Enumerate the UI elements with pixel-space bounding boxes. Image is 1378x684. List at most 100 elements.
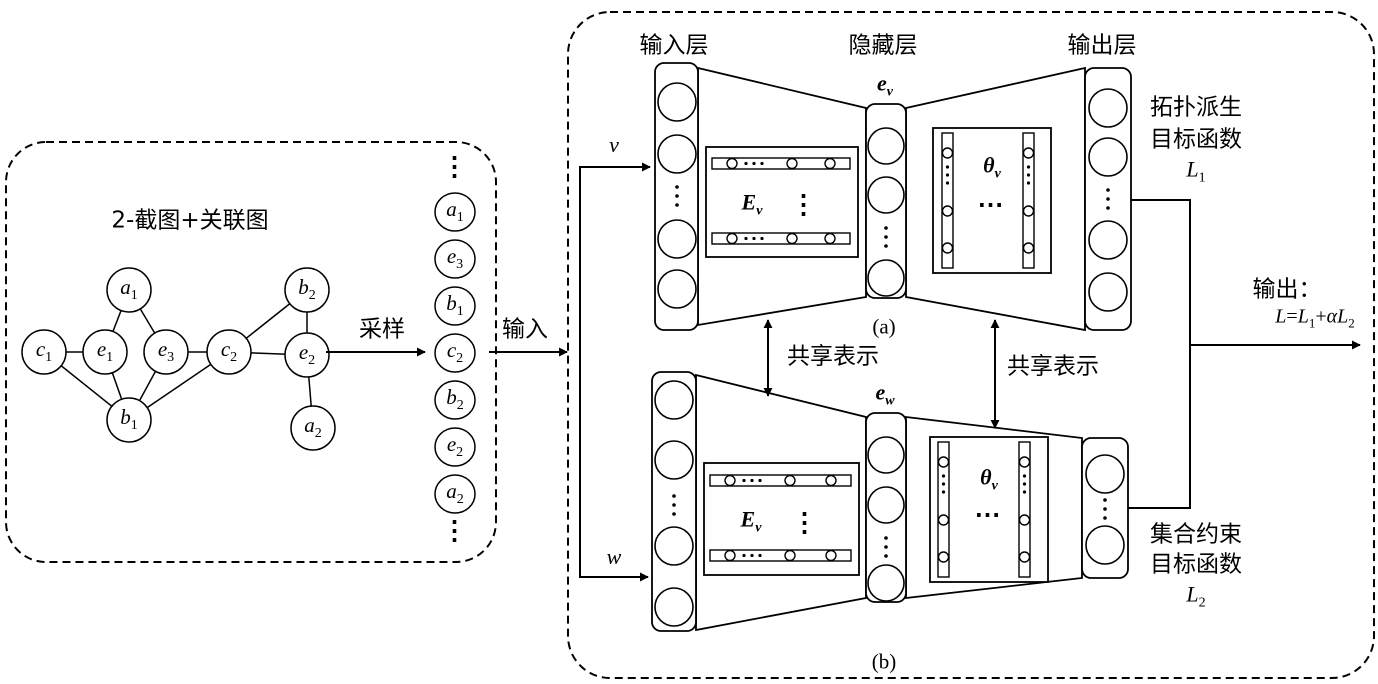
neuron (657, 82, 697, 122)
neuron (654, 526, 694, 566)
sequence-node-label: e2 (446, 431, 464, 461)
sampling-label: 采样 (359, 316, 405, 343)
weight-cell (724, 549, 736, 562)
weight-cell (784, 474, 796, 487)
weight-cell (937, 514, 950, 526)
graph-node-label: a1 (120, 274, 138, 304)
matrix-details (709, 132, 1035, 578)
theta-ellipsis-a: ⋯ (977, 190, 1005, 219)
graph-node (290, 405, 336, 451)
weight-col (1022, 132, 1035, 269)
objective-1-line1: 拓扑派生 (1150, 94, 1242, 121)
weight-dot (1022, 482, 1027, 486)
neuron-ellipsis-dot (884, 235, 888, 239)
neuron (654, 587, 694, 627)
neuron-ellipsis-dot (1103, 516, 1107, 520)
graph-node (82, 329, 128, 375)
weight-cell (941, 242, 954, 254)
shared-repr-right: 共享表示 (1007, 353, 1099, 380)
weight-cell (825, 549, 837, 562)
objective-1-line2: 目标函数 (1150, 126, 1242, 153)
weight-col (937, 441, 950, 578)
sequence-node (434, 380, 476, 420)
weight-dot (758, 553, 762, 558)
neuron (867, 486, 905, 524)
input-split-line-w (579, 352, 649, 582)
E-v-label-b: Ev (740, 506, 762, 536)
input-layer-b (651, 371, 697, 632)
var-v: v (609, 132, 619, 157)
graph-title: 2-截图+关联图 (111, 207, 269, 234)
neuron (867, 259, 905, 297)
sequence-node-label: b2 (446, 384, 464, 414)
sequence-node (434, 286, 476, 326)
output-line-b (1128, 345, 1191, 509)
weight-dot (760, 236, 764, 241)
weight-dot (1022, 474, 1027, 478)
weight-dot (752, 236, 756, 241)
weight-cell (786, 232, 798, 245)
objective-2-line1: 集合约束 (1150, 521, 1242, 548)
graph-node (106, 397, 152, 443)
weight-dot (760, 161, 764, 166)
weight-cell (825, 474, 837, 487)
neuron-ellipsis-dot (1103, 507, 1107, 511)
neuron (867, 564, 905, 602)
e-v-label: ev (877, 70, 893, 100)
weight-cell (726, 232, 738, 245)
sequence-node-label: a1 (446, 196, 464, 226)
neuron (1088, 88, 1128, 128)
E-v-ellipsis-b: ⋮ (791, 508, 819, 537)
graph-node (21, 329, 67, 375)
neuron-ellipsis-dot (884, 545, 888, 549)
weight-cell (1018, 551, 1031, 563)
weight-row (711, 157, 851, 170)
sequence-top-ellipsis: ⋮ (441, 152, 469, 181)
neuron (657, 219, 697, 259)
output-layer-title: 输出层 (1067, 32, 1137, 59)
weight-cell (1022, 147, 1035, 159)
weight-cell (824, 157, 836, 170)
graph-nodes (21, 267, 336, 451)
output-line-a (1131, 199, 1191, 345)
graph-node (284, 267, 330, 313)
graph-node-label: c2 (220, 336, 238, 366)
sequence-node (434, 474, 476, 514)
weight-cell (726, 157, 738, 170)
neuron-ellipsis-dot (884, 244, 888, 248)
neuron-ellipsis-dot (1106, 206, 1110, 210)
weight-dot (941, 474, 946, 478)
theta-v-label-a: θv (983, 152, 1001, 182)
input-layer-title: 输入层 (639, 32, 709, 59)
graph-node-label: a2 (304, 412, 322, 442)
theta-v-label-b: θv (980, 464, 998, 494)
weight-cell (1022, 205, 1035, 217)
sequence-node-label: a2 (446, 478, 464, 508)
neuron (1085, 454, 1125, 494)
graph-node-label: e1 (96, 336, 114, 366)
weight-dot (752, 161, 756, 166)
graph-node-label: c1 (35, 336, 53, 366)
weight-row (709, 474, 852, 487)
sequence-node (434, 192, 476, 232)
neuron (1088, 272, 1128, 312)
weight-cell (941, 147, 954, 159)
weight-cell (724, 474, 736, 487)
weight-dot (945, 165, 950, 169)
neuron-ellipsis-dot (1103, 498, 1107, 502)
graph-node-label: e3 (157, 336, 175, 366)
graph-node-label: b1 (120, 404, 138, 434)
neuron-ellipsis-dot (675, 203, 679, 207)
sequence-node-label: b1 (446, 290, 464, 320)
neuron (867, 127, 905, 165)
weight-dot (1026, 165, 1031, 169)
neuron-ellipsis-dot (884, 226, 888, 230)
weight-cell (1022, 242, 1035, 254)
neuron-ellipsis-dot (884, 536, 888, 540)
weight-cell (1018, 514, 1031, 526)
neuron-ellipsis-dot (1106, 197, 1110, 201)
e-w-label: ew (875, 379, 895, 409)
objective-2-line2: 目标函数 (1150, 551, 1242, 578)
weight-dot (744, 161, 748, 166)
weight-dot (750, 478, 754, 483)
